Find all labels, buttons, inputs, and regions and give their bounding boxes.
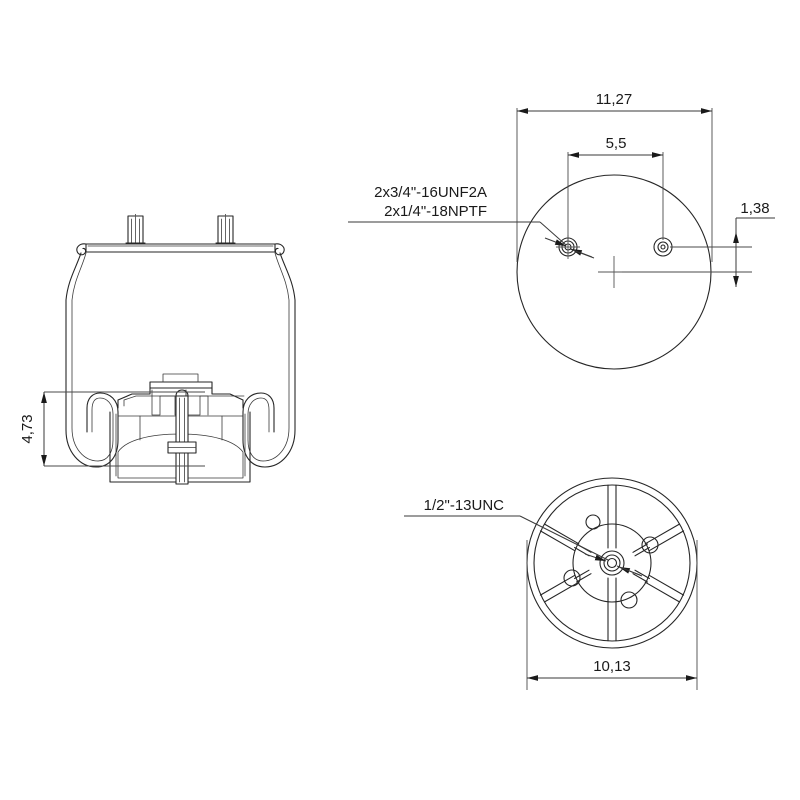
top-view: 11,27 5,5 1,38 2x3/4"-16UNF2A 2x1/4"	[348, 91, 775, 370]
dimension-label-top-width: 11,27	[596, 91, 632, 108]
callout-thread-stud: 2x3/4"-16UNF2A	[374, 184, 487, 201]
dimension-label-side-height: 4,73	[19, 414, 36, 443]
dimension-label-port-spacing: 5,5	[606, 135, 627, 152]
dimension-side-height: 4,73	[19, 391, 205, 467]
callout-center-thread: 1/2"-13UNC	[424, 497, 505, 514]
dimension-bottom-diameter: 10,13	[526, 540, 698, 690]
piston-radial-ribs	[539, 484, 685, 642]
piston-hub-ring	[572, 523, 652, 603]
center-stud	[167, 389, 197, 485]
mounting-stud-left	[125, 214, 146, 252]
blind-nut-port	[653, 237, 673, 257]
piston-drain-holes	[563, 514, 659, 609]
thread-callout-leader	[348, 221, 595, 259]
dimension-port-offset: 1,38	[622, 200, 775, 287]
dimension-label-bottom-diameter: 10,13	[593, 658, 631, 675]
dimension-port-spacing: 5,5	[567, 135, 664, 240]
callout-thread-port: 2x1/4"-18NPTF	[384, 203, 487, 220]
dimension-label-port-offset: 1,38	[740, 200, 769, 217]
piston-center-thread	[599, 550, 625, 576]
center-thread-callout-leader	[404, 515, 643, 577]
bead-plate	[76, 243, 285, 256]
dimension-top-width: 11,27	[516, 91, 713, 262]
air-sleeve-bellows	[65, 252, 296, 468]
bottom-view: 1/2"-13UNC 10,13	[404, 477, 698, 690]
piston-inner-rim	[533, 484, 691, 642]
side-section-view: 4,73	[19, 214, 296, 485]
